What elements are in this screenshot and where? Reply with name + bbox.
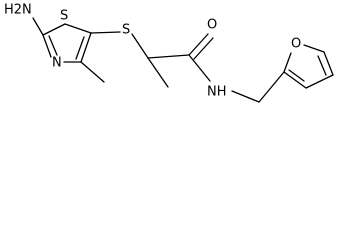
- bond-n3-c2-double: [48, 35, 58, 56]
- bond-c5-c4: [80, 32, 92, 63]
- thiazole-nitrogen-label: N: [52, 56, 62, 71]
- bond-c-o-double: [193, 37, 214, 60]
- bond-ch2-furan: [258, 71, 285, 103]
- bond-furan-c3-c2: [283, 71, 307, 89]
- bond-furan-o1-c5: [303, 44, 325, 53]
- bond-s-ch: [131, 33, 149, 59]
- bond-ch-methyl: [147, 57, 169, 88]
- bond-c4-methyl: [80, 61, 105, 83]
- carbonyl-oxygen-label: O: [207, 18, 217, 33]
- bond-s1-c5: [64, 23, 92, 34]
- amino-group-label: H2N: [4, 3, 32, 18]
- atom-labels: H2N S N S O NH O: [4, 3, 301, 100]
- bond-n-ch2: [231, 90, 260, 103]
- furan-oxygen-label: O: [291, 37, 301, 52]
- bond-c5-c4-double: [75, 36, 85, 60]
- chemical-structure-diagram: H2N S N S O NH O: [4, 3, 334, 103]
- bond-furan-c3-c2-double: [288, 69, 305, 82]
- thiazole-sulfur-label: S: [60, 9, 68, 24]
- bond-c5-s: [90, 31, 121, 34]
- bond-nh2-c2: [32, 17, 44, 36]
- bond-c-o: [188, 33, 209, 56]
- amide-nitrogen-label: NH: [207, 85, 227, 100]
- bond-c-n: [188, 54, 211, 82]
- bond-furan-c5-c4: [323, 51, 334, 76]
- bond-furan-c2-o1: [283, 52, 292, 73]
- bond-c2-s1: [42, 23, 66, 36]
- bond-furan-c5-c4-double: [317, 55, 327, 76]
- bond-ch-carbonyl: [147, 54, 190, 59]
- bonds: [32, 17, 334, 103]
- bond-n3-c2: [42, 34, 52, 58]
- bond-furan-c4-c3: [305, 74, 334, 89]
- thioether-sulfur-label: S: [122, 23, 130, 38]
